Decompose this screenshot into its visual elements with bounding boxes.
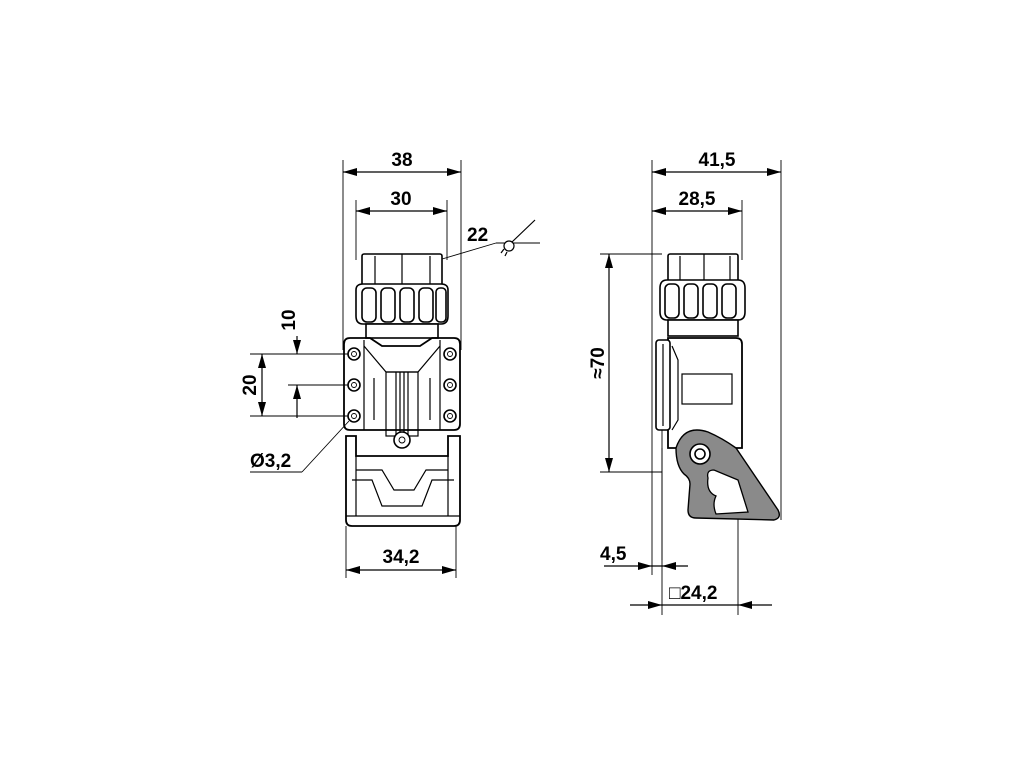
dim-hole-span: 20 [240,353,288,416]
mounting-hole-6 [443,409,457,423]
dim-hole-diameter: Ø3,2 [250,420,350,473]
wrench-icon [500,219,536,257]
side-housing [655,337,743,560]
dim-inner-width: 30 [356,189,447,215]
dim-overall-depth: 41,5 [652,150,781,176]
housing-body [343,337,461,449]
dim-label-30: 30 [390,189,411,210]
dim-label-20: 20 [240,374,261,395]
dim-height: ≈70 [588,253,662,473]
dim-hole-pitch: 10 [250,309,348,418]
dim-label-22: 22 [467,225,488,246]
locking-frame [345,435,461,527]
mounting-hole-2 [347,378,361,392]
dim-wrench-size: 22 [431,219,540,263]
mounting-hole-5 [443,378,457,392]
dim-label-28-5: 28,5 [679,189,716,210]
dim-base-width: 34,2 [345,526,457,578]
dim-square-opening: □24,2 [630,583,772,609]
dim-label-41-5: 41,5 [699,150,736,171]
front-view: 38 30 22 [240,150,540,578]
locking-lever [675,429,781,521]
dim-inner-depth: 28,5 [652,189,742,215]
dim-label-34-2: 34,2 [383,547,420,568]
dim-label-sq-24-2: □24,2 [669,583,717,604]
mounting-hole-3 [347,409,361,423]
mounting-hole-4 [443,347,457,361]
mounting-hole-1 [347,347,361,361]
side-view: 41,5 28,5 ≈70 [588,150,782,615]
dim-label-d3-2: Ø3,2 [250,451,291,472]
dim-flange-offset: 4,5 [600,544,688,570]
dim-overall-width: 38 [343,150,461,176]
dim-label-4-5: 4,5 [600,544,627,565]
side-gland-nut [659,253,746,337]
dim-label-70: ≈70 [588,347,609,379]
dim-label-10: 10 [279,309,300,330]
dim-label-38: 38 [391,150,412,171]
cable-gland-nut [355,253,449,339]
